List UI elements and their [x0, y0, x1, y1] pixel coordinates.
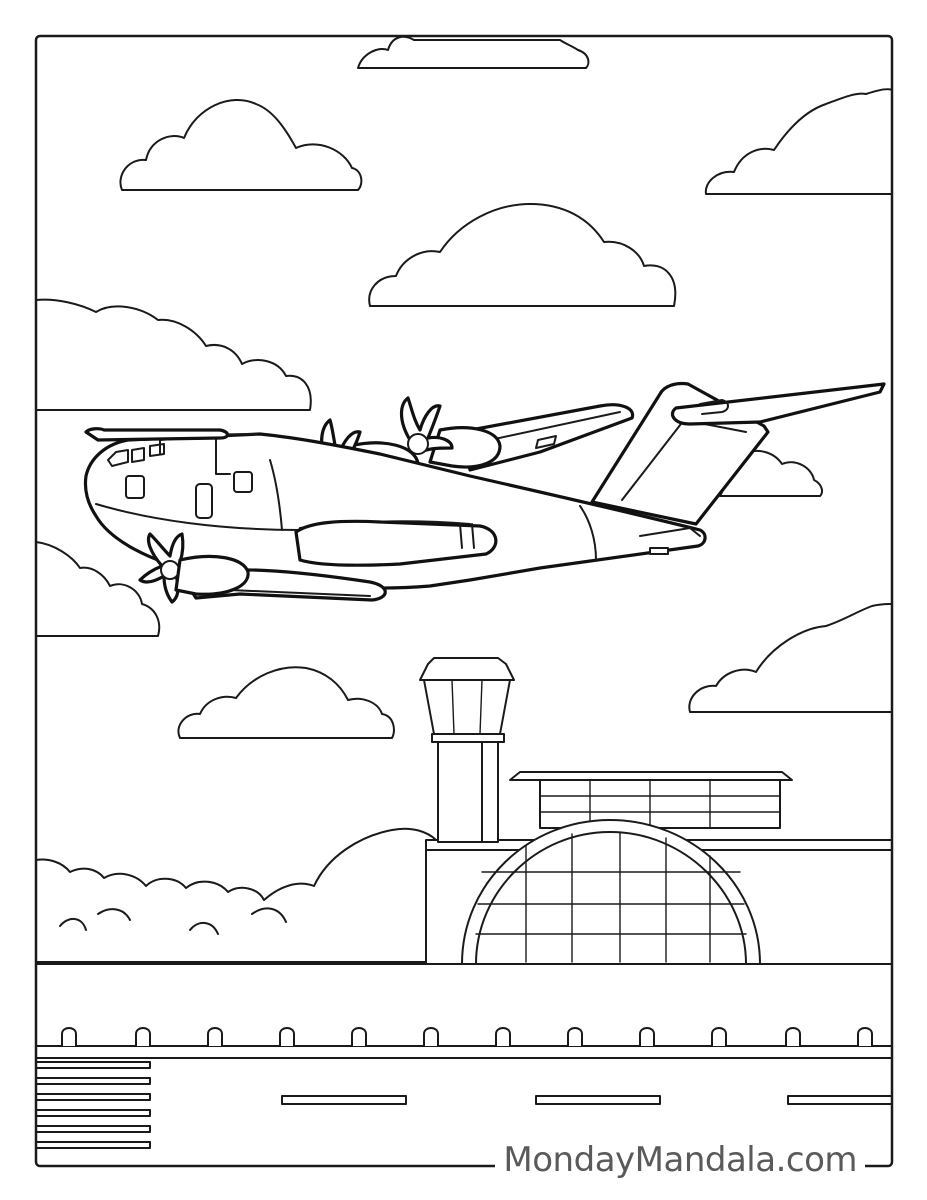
watermark-bar: MondayMandala.com [0, 1138, 927, 1188]
airplane-horizontal-tail [670, 382, 886, 426]
fuselage-window [125, 475, 145, 499]
airplane-far-engine [428, 426, 502, 469]
cloud-bottom-band [35, 827, 437, 963]
cloud-top-left [119, 99, 363, 191]
cloud-center-lower [177, 666, 395, 739]
runway [35, 963, 893, 1149]
clouds [35, 35, 893, 963]
control-tower-shaft [437, 739, 499, 843]
airport-terminal [419, 657, 893, 965]
cloud-bottom-band-detail [59, 907, 287, 935]
control-tower-cab [423, 679, 511, 735]
cloud-top-right [704, 88, 893, 195]
cloud-left-lower [35, 541, 161, 637]
airplane [83, 381, 886, 604]
cockpit-windows [107, 449, 129, 467]
threshold-stripes [35, 1061, 151, 1149]
runway-lights [61, 1027, 873, 1047]
airplane-wing-root [294, 519, 498, 567]
cloud-top-center [357, 35, 590, 69]
airplane-near-engine-lower [174, 554, 250, 596]
page-frame [34, 34, 894, 1168]
watermark-text: MondayMandala.com [495, 1138, 865, 1182]
fuselage-door [195, 483, 213, 519]
terminal-arch [461, 819, 761, 965]
cloud-right-lower [688, 603, 893, 713]
cloud-middle [368, 203, 677, 307]
control-tower-roof [419, 657, 515, 681]
cloud-left-upper [35, 298, 312, 411]
runway-centerline-dashes [281, 1095, 893, 1105]
fuselage-window [233, 471, 253, 493]
terminal-upper-deck [539, 779, 781, 829]
arch-window-grid [475, 831, 747, 963]
